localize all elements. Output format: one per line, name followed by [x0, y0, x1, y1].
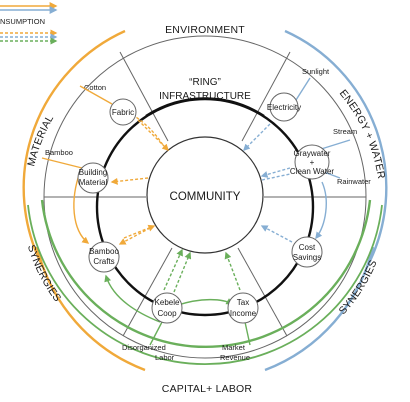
link-market-tax: [244, 321, 251, 346]
dash-electricity-community: [243, 123, 271, 151]
link-graywater-savings: [315, 181, 327, 240]
legend: NSUMPTION: [0, 2, 58, 45]
dash-community-graywater: [261, 173, 291, 181]
ring-infrastructure: [95, 97, 315, 317]
dash-community-crafts: [118, 227, 151, 245]
link-stream-graywater: [317, 139, 351, 151]
link-material-crafts: [73, 171, 90, 244]
source-market-line2: Revenue: [220, 353, 250, 362]
node-electricity-label: Electricity: [267, 103, 301, 112]
node-tax-label-1: Tax: [237, 298, 249, 307]
node-graywater-label-3: Clean Water: [290, 167, 335, 176]
node-bamboo-crafts-label-1: Bamboo: [89, 247, 119, 256]
node-bamboo-crafts-label-2: Crafts: [93, 257, 114, 266]
node-building-material-label-1: Building: [79, 168, 107, 177]
node-kebele-coop: Kebele Coop: [151, 292, 183, 324]
source-bamboo: Bamboo: [45, 148, 73, 157]
ring-label-line1: “RING”: [189, 77, 221, 88]
link-kebele-tax: [177, 298, 234, 306]
source-cotton: Cotton: [84, 83, 106, 92]
source-stream: Stream: [333, 127, 357, 136]
source-sunlight: Sunlight: [302, 67, 330, 76]
divider-synergy-capital-right: [237, 247, 288, 337]
dash-savings-community: [260, 225, 293, 243]
node-tax-income: Tax Income: [227, 292, 259, 324]
community-circle: [146, 136, 264, 254]
dash-tax-community: [224, 251, 241, 291]
capital-labor-outer-arc: [27, 204, 383, 365]
sector-title-synergies-right: SYNERGIES: [337, 258, 380, 317]
sector-title-environment: ENVIRONMENT: [165, 24, 245, 36]
divider-env-energy: [241, 51, 291, 142]
link-sunlight-electricity: [295, 77, 311, 101]
node-cost-savings-label-2: Savings: [293, 253, 321, 262]
source-disorganized-line2: Labor: [155, 353, 175, 362]
dash-community-material: [110, 177, 149, 185]
node-building-material-label-2: Material: [79, 178, 108, 187]
divider-synergy-capital-left: [122, 247, 173, 337]
community-label: COMMUNITY: [170, 191, 241, 203]
ring-label-line2: INFRASTRUCTURE: [159, 91, 251, 102]
material-arc: [22, 29, 126, 268]
energy-water-arc: [284, 29, 388, 268]
legend-consumption-label: NSUMPTION: [0, 17, 45, 26]
node-electricity: Electricity: [267, 92, 301, 122]
source-disorganized-line1: Disorganized: [122, 343, 166, 352]
dash-kebele-community-a: [163, 248, 183, 291]
node-cost-savings: Cost Savings: [291, 236, 323, 268]
link-cotton-fabric: [79, 85, 113, 105]
node-kebele-label-2: Coop: [157, 309, 177, 318]
node-cost-savings-label-1: Cost: [299, 243, 316, 252]
dash-kebele-community-b: [173, 251, 192, 293]
node-graywater: Graywater + Clean Water: [290, 144, 335, 180]
source-rainwater: Rainwater: [337, 177, 371, 186]
sector-title-synergies-right-text: SYNERGIES: [337, 258, 380, 317]
source-market-line1: Market: [222, 343, 246, 352]
link-labor-kebele: [149, 321, 163, 346]
link-rainwater-graywater: [323, 171, 341, 179]
node-kebele-label-1: Kebele: [155, 298, 180, 307]
node-bamboo-crafts: Bamboo Crafts: [88, 241, 120, 273]
capital-labor-arc: [40, 199, 372, 349]
sector-title-capital-labor: CAPITAL+ LABOR: [162, 383, 253, 395]
node-tax-label-2: Income: [230, 309, 257, 318]
node-graywater-label-1: Graywater: [294, 149, 331, 158]
synergy-left-arc-orange: [35, 246, 146, 372]
node-graywater-label-2: +: [310, 158, 315, 167]
link-kebele-crafts: [104, 274, 161, 323]
node-building-material: Building Material: [77, 162, 109, 194]
node-fabric: Fabric: [109, 98, 137, 126]
divider-env-material: [119, 51, 169, 142]
synergy-right-arc-blue: [264, 246, 375, 372]
dash-graywater-community: [260, 167, 291, 178]
dash-crafts-community: [123, 224, 156, 239]
dash-community-fabric: [137, 119, 169, 151]
node-fabric-label: Fabric: [112, 108, 134, 117]
